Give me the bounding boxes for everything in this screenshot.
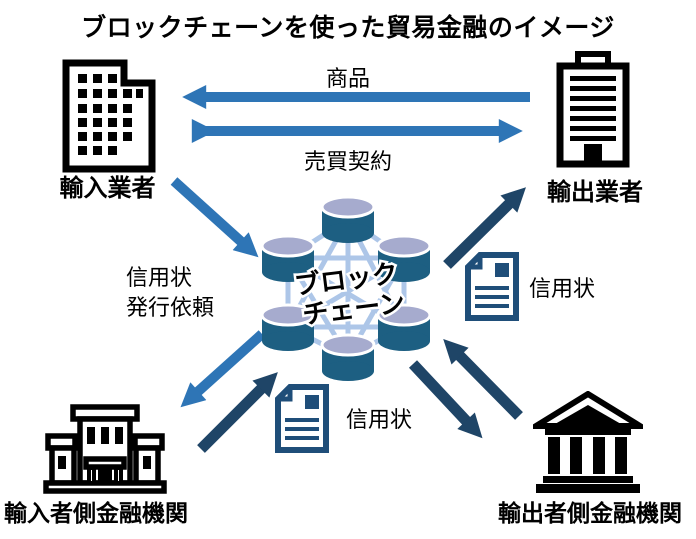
lc-document-icon-right [465, 252, 519, 321]
exporter-label: 輸出業者 [547, 179, 643, 206]
lc-bottom-label: 信用状 [345, 407, 412, 432]
importer-bank-label: 輸入者側金融機関 [4, 500, 188, 526]
exporter-bank-label: 輸出者側金融機関 [498, 500, 682, 526]
blockchain-network-icon: ブロック チェーン [260, 195, 432, 381]
importer-label: 輸入業者 [59, 175, 156, 202]
exporter-building-icon [556, 51, 630, 168]
exporter-bank-icon [533, 391, 643, 493]
arrow-blockchain-to-exporter [443, 187, 526, 269]
importer-building-icon [62, 59, 156, 173]
goods-label: 商品 [325, 66, 370, 91]
arrow-importer-to-blockchain [170, 177, 259, 258]
importer-bank-icon [43, 404, 167, 494]
database-cylinders [260, 195, 432, 381]
lc-right-label: 信用状 [528, 276, 595, 301]
lc-request-label: 信用状 発行依頼 [126, 263, 261, 323]
contract-label: 売買契約 [303, 149, 392, 174]
diagram-title: ブロックチェーンを使った貿易金融のイメージ [81, 14, 615, 42]
lc-request-label-line2: 発行依頼 [126, 295, 215, 320]
arrow-blockchain-to-importer-bank [180, 330, 266, 408]
arrow-blockchain-to-exporter-bank [408, 360, 483, 439]
arrow-exporter-bank-to-blockchain [443, 339, 523, 420]
arrow-importer-bank-to-blockchain [197, 372, 278, 453]
lc-request-label-line1: 信用状 [126, 265, 193, 290]
lc-document-icon-bottom [275, 384, 329, 453]
